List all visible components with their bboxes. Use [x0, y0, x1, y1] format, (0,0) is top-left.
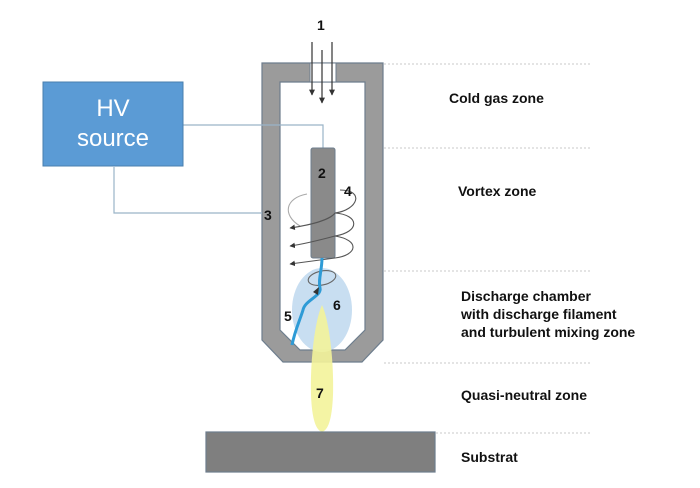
wire-to-housing [113, 167, 262, 214]
label-1-gas-inlet: 1 [317, 17, 325, 33]
label-3-housing: 3 [264, 207, 272, 223]
gas-inlet [309, 62, 337, 83]
hv-source-line1: HV [96, 95, 130, 122]
label-6-mixing-zone: 6 [333, 297, 341, 313]
hv-source-box [42, 81, 184, 167]
gas-inflow-arrows [309, 42, 335, 104]
plasma-jet [310, 305, 334, 432]
nozzle-housing [261, 62, 384, 363]
wire-to-electrode [183, 124, 324, 148]
zone-label-cold-gas: Cold gas zone [449, 90, 544, 106]
filament-arrow [313, 287, 319, 295]
label-2-electrode: 2 [318, 165, 326, 181]
vortex-swirl [287, 189, 357, 286]
hv-source-label: HV source [43, 82, 183, 166]
discharge-filament [290, 257, 324, 346]
label-5-filament: 5 [284, 308, 292, 324]
zone-label-vortex: Vortex zone [458, 183, 537, 199]
hv-source-line2: source [76, 125, 150, 152]
zone-separators [384, 63, 590, 434]
zone-label-discharge: Discharge chamber with discharge filamen… [461, 288, 636, 340]
label-7-plasma-jet: 7 [316, 385, 324, 401]
zone-label-substrate: Substrat [461, 449, 518, 465]
substrate [205, 431, 436, 473]
zone-label-quasi-neutral: Quasi-neutral zone [461, 387, 588, 403]
label-4-vortex: 4 [344, 183, 352, 199]
